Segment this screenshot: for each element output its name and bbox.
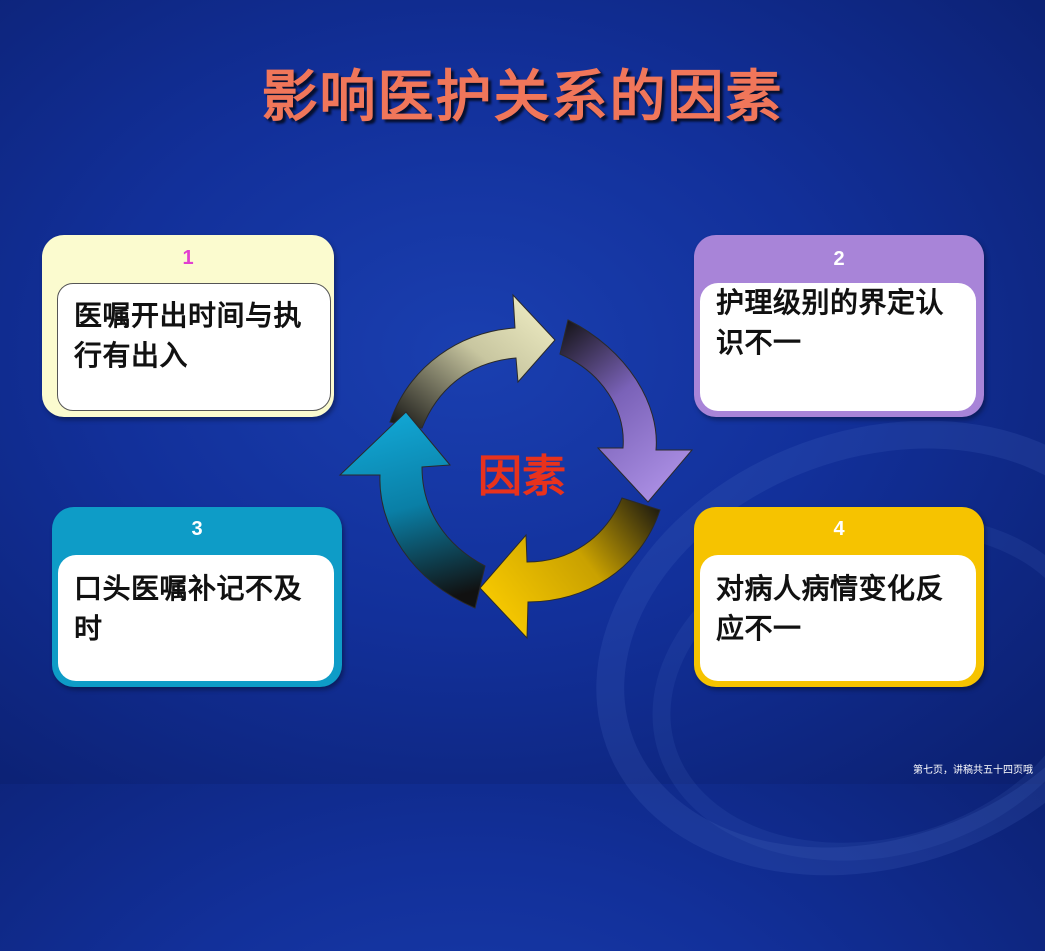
cycle-arrow-4	[338, 411, 486, 609]
factor-number-3: 3	[191, 518, 203, 540]
cycle-arrow-1	[389, 293, 556, 429]
factor-number-2: 2	[833, 248, 845, 270]
factor-text-2: 护理级别的界定认识不一	[700, 283, 976, 411]
factor-card-3: 3 口头医嘱补记不及时	[52, 507, 342, 687]
factor-text-1: 医嘱开出时间与执行有出入	[57, 283, 331, 411]
factor-card-4: 4 对病人病情变化反应不一	[694, 507, 984, 687]
cycle-diagram	[338, 293, 694, 640]
page-footer: 第七页，讲稿共五十四页哦	[913, 765, 1033, 776]
factor-text-4: 对病人病情变化反应不一	[700, 555, 976, 681]
center-label: 因素	[478, 451, 566, 502]
factor-text-3: 口头医嘱补记不及时	[58, 555, 334, 681]
factor-number-1: 1	[182, 247, 194, 269]
cycle-arrow-3	[479, 497, 661, 640]
factor-number-4: 4	[833, 518, 845, 540]
cycle-arrow-2	[559, 319, 694, 503]
slide-title: 影响医护关系的因素	[261, 65, 784, 130]
factor-card-1: 1 医嘱开出时间与执行有出入	[42, 235, 334, 417]
factor-card-2: 2 护理级别的界定认识不一	[694, 235, 984, 417]
